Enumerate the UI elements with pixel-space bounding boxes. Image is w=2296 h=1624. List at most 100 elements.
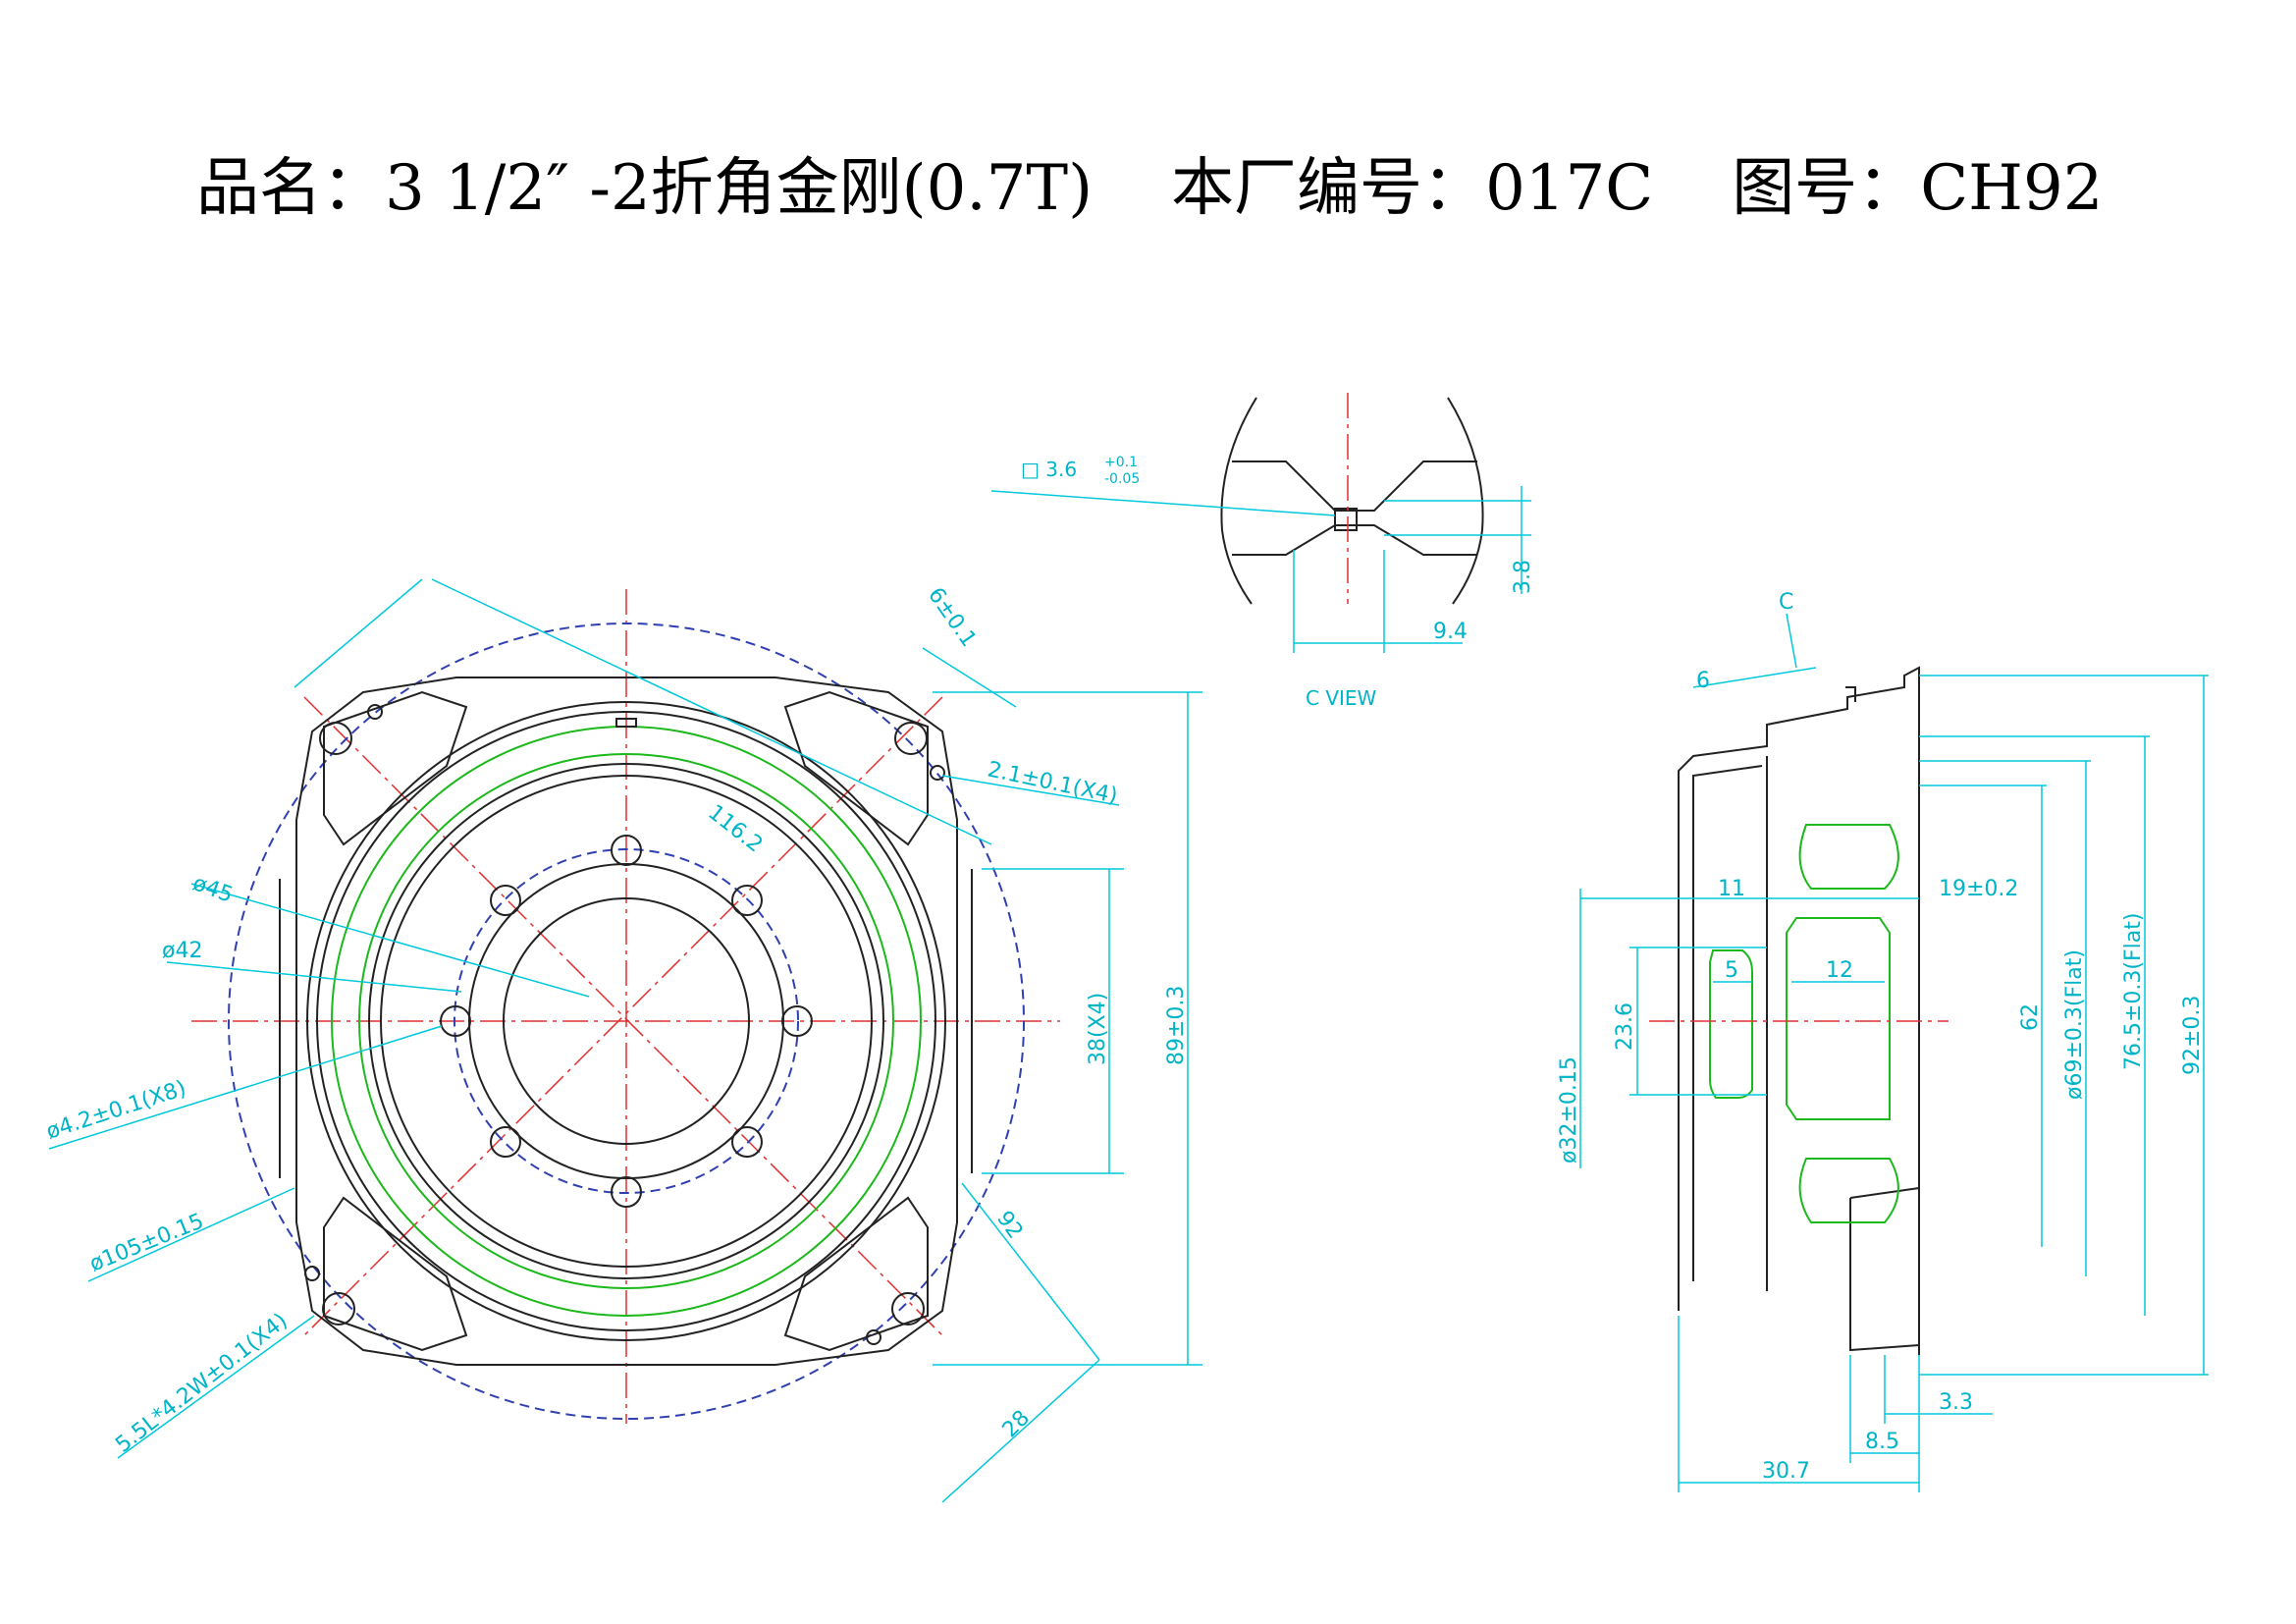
- c-view-top-profile: [1232, 460, 1477, 512]
- side-label-92: 92±0.3: [2180, 996, 2205, 1075]
- surround-inner: [358, 753, 894, 1289]
- inner-hole-4: [731, 1126, 763, 1158]
- side-view-inner-wall: [1692, 765, 1763, 1281]
- leader-mount: [941, 775, 1120, 806]
- dim-label-d42: ø42: [162, 939, 202, 963]
- dim-116-2: [431, 578, 992, 845]
- dim-label-mount: 2.1±0.1(X4): [986, 757, 1120, 808]
- c-view-bottom-profile: [1232, 524, 1477, 556]
- dim-label-holes: ø4.2±0.1(X8): [43, 1076, 189, 1145]
- side-label-69: ø69±0.3(Flat): [2062, 949, 2087, 1100]
- center-bore: [503, 897, 750, 1145]
- drawing-number-value: CH92: [1920, 152, 2104, 225]
- dim-label-6: 6±0.1: [923, 583, 981, 652]
- ext-116-left: [294, 578, 423, 688]
- inner-hole-3: [781, 1005, 813, 1037]
- pin-hole-bl: [304, 1266, 320, 1281]
- side-label-62: 62: [2018, 1003, 2043, 1031]
- side-label-12: 12: [1826, 958, 1853, 983]
- side-label-c: C: [1779, 590, 1793, 615]
- front-view: ø45 ø42 ø4.2±0.1(X8) ø105±0.15 5.5L*4.2W…: [43, 578, 1202, 1503]
- c-view-square-hole: [1334, 508, 1358, 531]
- outer-ring: [306, 701, 946, 1341]
- c-view-title: C VIEW: [1306, 686, 1377, 710]
- pin-hole-tl: [367, 704, 383, 720]
- side-view-lip-top: [1845, 686, 1856, 702]
- mount-hole-tr: [894, 722, 928, 755]
- leader-holes: [48, 1025, 443, 1150]
- side-c-arrow: [1786, 613, 1797, 669]
- c-view-square-label: □ 3.6: [1021, 458, 1077, 481]
- leader-slots: [117, 1315, 315, 1459]
- c-view-leader: [990, 490, 1336, 516]
- leader-d45: [190, 883, 590, 998]
- side-dim-6: [1692, 667, 1817, 688]
- corner-bracket-tr: [783, 690, 929, 846]
- cone-edge-2: [380, 775, 873, 1268]
- mount-hole-br: [891, 1292, 925, 1326]
- inner-hole-7: [440, 1005, 471, 1037]
- side-slot-left: [1709, 949, 1753, 1099]
- c-view-tol-minus: -0.05: [1104, 471, 1140, 487]
- corner-bracket-bl: [323, 1196, 468, 1352]
- product-name-label: 品名：: [196, 152, 385, 225]
- leader-d42: [166, 961, 462, 993]
- dim-label-116: 116.2: [703, 800, 767, 857]
- side-label-d32: ø32±0.15: [1557, 1056, 1581, 1164]
- dim-92: [961, 1182, 1100, 1361]
- dim-label-38: 38(X4): [1086, 993, 1110, 1065]
- dim-label-92: 92: [991, 1207, 1028, 1243]
- inner-hole-5: [611, 1176, 642, 1208]
- mount-hole-bl: [322, 1292, 355, 1326]
- inner-hole-8: [490, 885, 521, 916]
- side-label-307: 30.7: [1762, 1459, 1810, 1484]
- side-label-5: 5: [1725, 958, 1738, 983]
- drawing-title: 品名：3 1/2″ -2折角金刚(0.7T) 本厂编号：017C 图号：CH92: [196, 137, 2258, 226]
- side-label-765: 76.5±0.3(Flat): [2121, 913, 2146, 1070]
- inner-hole-6: [490, 1126, 521, 1158]
- diagonal-centerline-b: [303, 696, 943, 1336]
- side-view-frame: [1678, 666, 1920, 1353]
- corner-bracket-br: [783, 1196, 929, 1352]
- corner-bracket-tl: [323, 690, 468, 846]
- dim-label-28: 28: [998, 1406, 1035, 1442]
- outer-ring-2: [316, 711, 936, 1331]
- side-label-19: 19±0.2: [1939, 877, 2018, 901]
- c-view-tol-plus: +0.1: [1104, 455, 1138, 470]
- drawing-number-label: 图号：: [1732, 152, 1921, 225]
- dim-6: [922, 647, 1017, 708]
- dim-28: [941, 1359, 1100, 1503]
- factory-number-value: 017C: [1485, 152, 1654, 225]
- dim-label-d45: ø45: [189, 871, 237, 908]
- pin-hole-tr: [930, 765, 945, 781]
- product-name-value: 3 1/2″ -2折角金刚(0.7T): [385, 152, 1094, 225]
- side-view: C 6 11 19±0.2 5 12 23.6 ø32±0.15 62 ø69±…: [1557, 590, 2209, 1492]
- side-window-center: [1786, 917, 1891, 1120]
- c-view-label-94: 9.4: [1433, 620, 1468, 644]
- side-label-85: 8.5: [1865, 1430, 1899, 1454]
- dim-label-d105: ø105±0.15: [86, 1209, 207, 1276]
- c-view-arc-right: [1447, 397, 1484, 605]
- side-slot-lower: [1798, 1158, 1899, 1223]
- c-view-arc-left: [1220, 397, 1257, 605]
- pin-hole-br: [866, 1329, 881, 1345]
- c-view: □ 3.6 +0.1 -0.05 3.8 9.4 C VIEW: [990, 393, 1535, 710]
- side-label-11: 11: [1718, 877, 1745, 901]
- outer-bolt-circle: [228, 623, 1025, 1420]
- dim-label-slots: 5.5L*4.2W±0.1(X4): [111, 1309, 293, 1458]
- mount-hole-tl: [319, 722, 352, 755]
- leader-d105: [87, 1187, 295, 1282]
- basket-frame-outline: [295, 677, 958, 1366]
- side-label-6: 6: [1696, 669, 1710, 693]
- side-label-33: 3.3: [1939, 1390, 1973, 1415]
- cone-edge: [368, 763, 884, 1279]
- inner-bolt-circle: [454, 848, 799, 1194]
- c-view-label-38: 3.8: [1511, 560, 1535, 594]
- side-view-bottom-bracket: [1849, 1187, 1920, 1352]
- factory-number-label: 本厂编号：: [1171, 152, 1486, 225]
- dim-label-89: 89±0.3: [1164, 986, 1189, 1065]
- inner-hole-2: [731, 885, 763, 916]
- inner-hole-1: [611, 835, 642, 866]
- side-label-236: 23.6: [1613, 1002, 1637, 1051]
